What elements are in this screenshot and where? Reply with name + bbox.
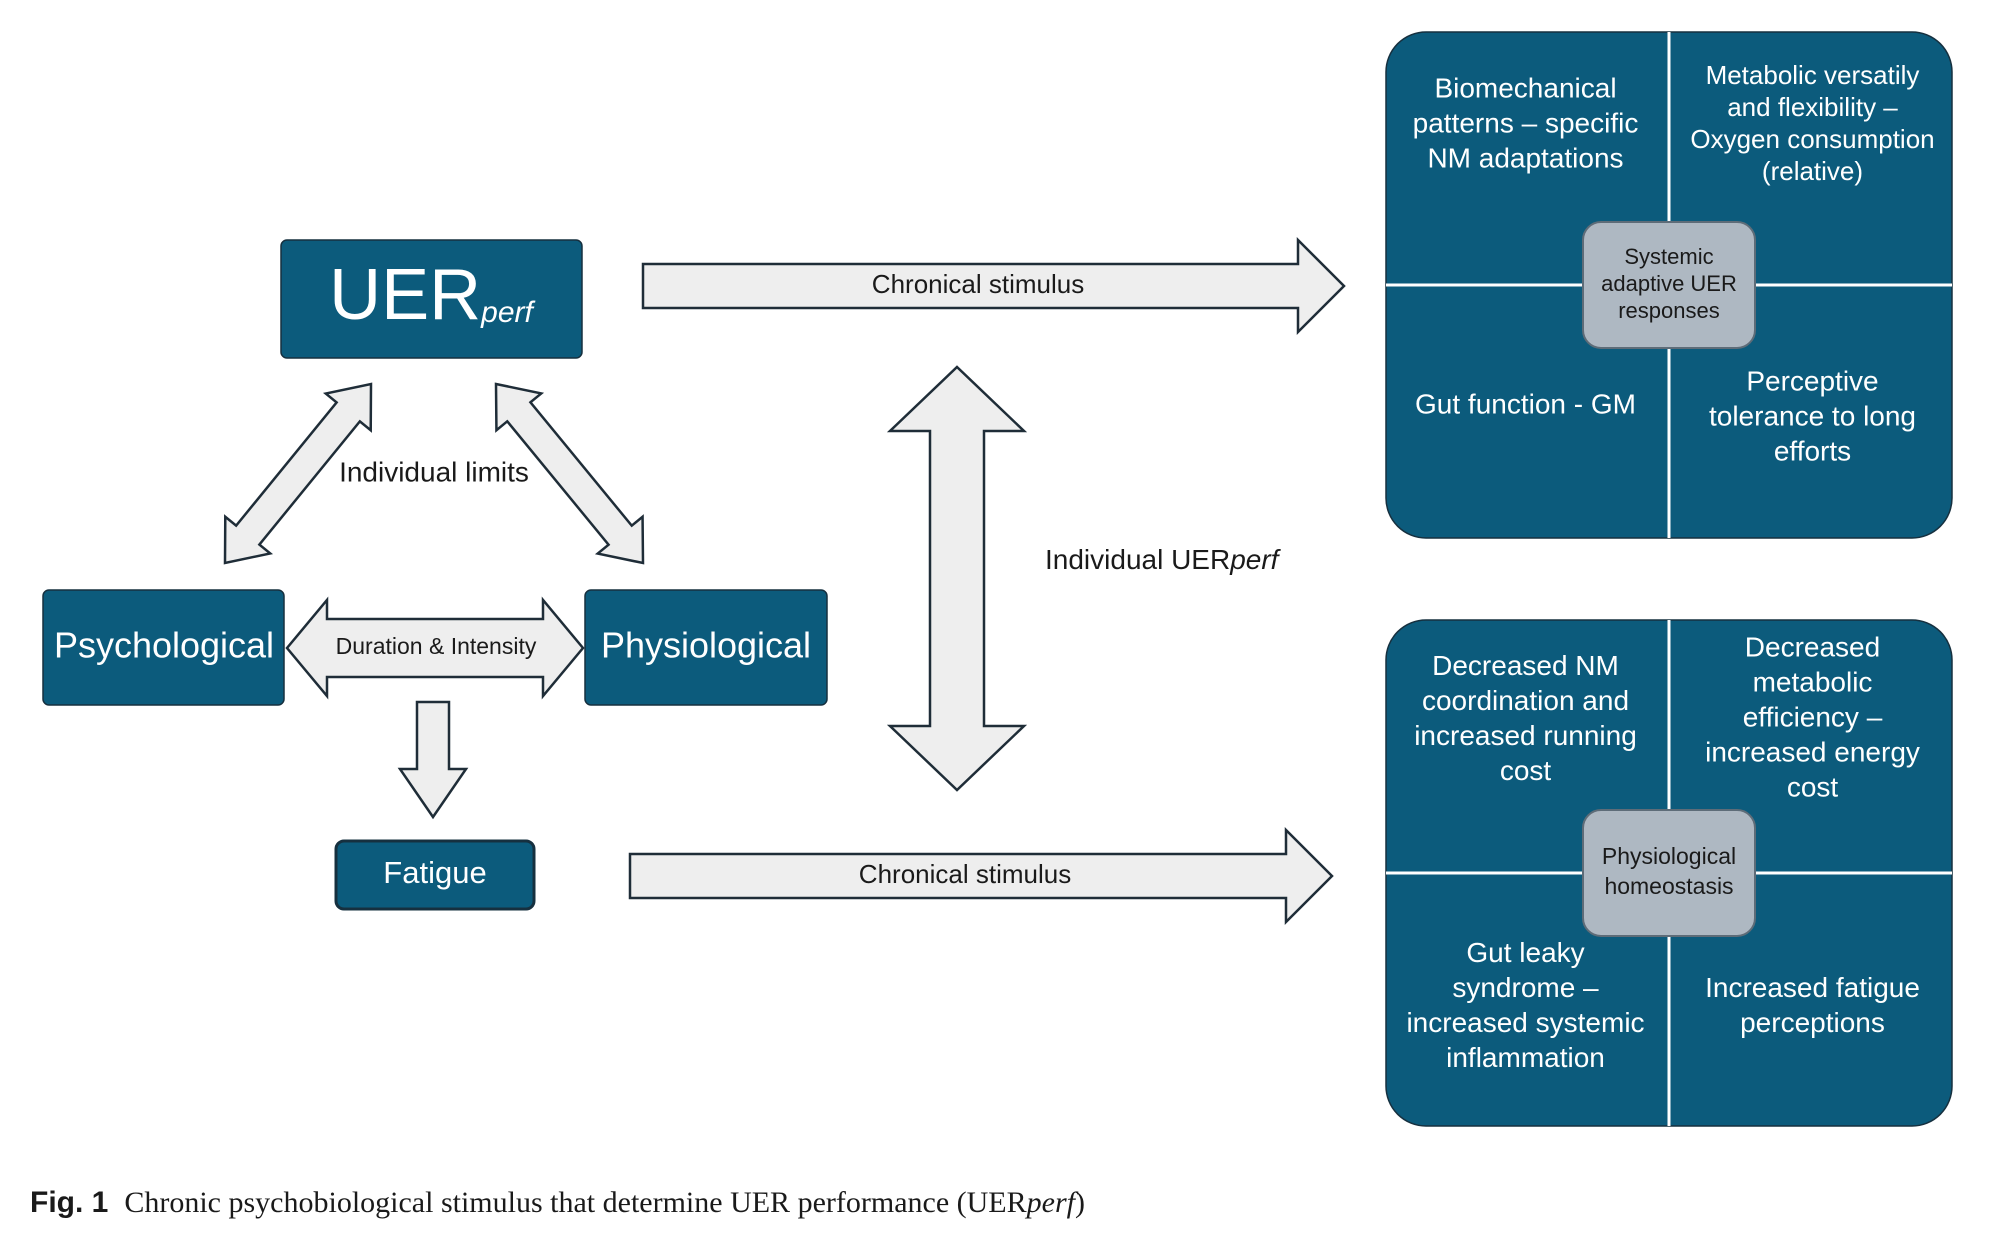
top-quadrant-top-right-line-4: (relative) [1762,156,1863,186]
panel-top: Biomechanical patterns – specific NM adapt… [1385,31,1953,539]
bottom-quadrant-bottom-left-line-1: Gut leaky [1466,937,1584,968]
fatigue-label: Fatigue [383,855,486,890]
panel-bottom: Decreased NM coordination and increased ru… [1385,619,1953,1127]
top-quadrant-top-left-line-3: NM adaptations [1427,142,1623,173]
bottom-quadrant-top-left-line-2: coordination and [1422,685,1629,716]
panels-layer: Biomechanical patterns – specific NM adapt… [1385,31,1953,1127]
caption-end: ) [1074,1186,1085,1219]
individual-uerperf-italic: perf [1229,544,1281,575]
bottom-center-physiological-homeostasis-line-1: Physiological [1602,843,1736,869]
bottom-center-physiological-homeostasis-line-2: homeostasis [1604,873,1733,899]
individual-uerperf-label: Individual UERperf [1045,544,1282,575]
chronical-stimulus-top-label: Chronical stimulus [872,269,1084,299]
bottom-quadrant-top-right-line-5: cost [1787,771,1839,802]
psychological-label: Psychological [54,625,274,666]
top-quadrant-top-left-line-1: Biomechanical [1434,72,1616,103]
bottom-quadrant-bottom-right-line-2: perceptions [1740,1007,1885,1038]
top-quadrant-top-left-line-2: patterns – specific [1413,107,1639,138]
bottom-center-physiological-homeostasis-box [1582,809,1756,937]
uer-physiological-double-arrow [494,382,645,565]
caption-italic: perf [1026,1186,1075,1219]
duration-intensity-double-arrow [285,596,585,700]
individual-uerperf-double-arrow [886,365,1028,792]
bottom-quadrant-bottom-right-line-1: Increased fatigue [1705,972,1920,1003]
uer-psychological-double-arrow [223,382,373,565]
bottom-quadrant-top-right-line-4: increased energy [1705,736,1920,767]
top-center-systemic-responses-line-3: responses [1618,298,1720,323]
bottom-quadrant-bottom-left-line-3: increased systemic [1406,1007,1644,1038]
top-quadrant-bottom-right-line-1: Perceptive [1746,365,1878,396]
bottom-quadrant-top-right-line-3: efficiency – [1743,701,1883,732]
top-quadrant-top-right-line-3: Oxygen consumption [1690,124,1934,154]
uerperf-box [280,239,583,359]
physiological-label: Physiological [601,625,811,666]
caption-text: Chronic psychobiological stimulus that d… [124,1186,1027,1219]
fatigue-down-arrow [397,700,469,820]
uerperf-main: UER [329,255,481,335]
top-quadrant-bottom-left-line-1: Gut function - GM [1415,388,1636,419]
uerperf-sub: perf [480,296,535,329]
top-quadrant-bottom-right-line-2: tolerance to long [1709,400,1916,431]
uerperf-title: UERperf [329,255,535,335]
bottom-quadrant-top-left-line-3: increased running [1414,720,1637,751]
physiological-box [584,589,828,706]
bottom-quadrant-top-right-line-2: metabolic [1753,666,1873,697]
top-center-systemic-responses-line-1: Systemic [1624,244,1713,269]
fatigue-box [334,839,536,911]
bottom-quadrant-top-left-line-1: Decreased NM [1432,650,1619,681]
figure-caption: Fig. 1 Chronic psychobiological stimulus … [30,1186,1085,1220]
top-quadrant-bottom-right-line-3: efforts [1774,435,1851,466]
chronical-stimulus-bottom-label: Chronical stimulus [859,859,1071,889]
top-center-systemic-responses-line-2: adaptive UER [1601,271,1737,296]
bottom-quadrant-top-right-line-1: Decreased [1745,631,1880,662]
individual-limits-label: Individual limits [339,456,529,487]
top-center-systemic-responses-box [1582,221,1756,349]
bottom-quadrant-bottom-left-line-4: inflammation [1446,1042,1605,1073]
chronical-stimulus-top-arrow [641,236,1346,336]
bottom-quadrant-bottom-left-line-2: syndrome – [1452,972,1599,1003]
psychological-box [42,589,285,706]
duration-intensity-label: Duration & Intensity [336,633,537,659]
chronical-stimulus-bottom-arrow [628,826,1334,926]
top-quadrant-top-right-line-1: Metabolic versatily [1706,60,1920,90]
individual-uerperf-prefix: Individual UER [1045,544,1230,575]
caption-label: Fig. 1 [30,1186,109,1219]
top-quadrant-top-right-line-2: and flexibility – [1727,92,1898,122]
bottom-quadrant-top-left-line-4: cost [1500,755,1552,786]
